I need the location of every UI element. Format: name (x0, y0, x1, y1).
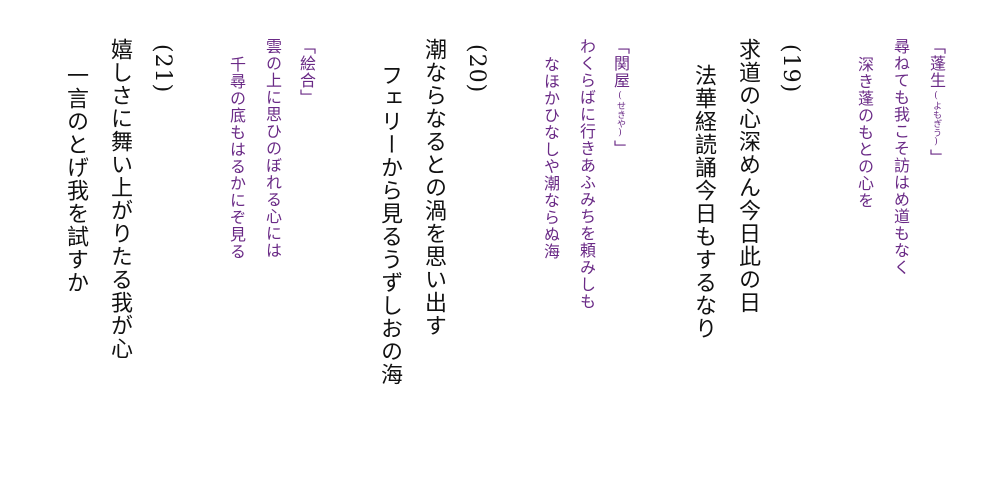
verse-line-20-1: 潮ならなるとの渦を思い出す (421, 38, 446, 337)
reference-title: 蓬生 (927, 55, 946, 89)
poem-number-19: (19) (778, 44, 803, 94)
reference-reading: (せきや) (615, 91, 625, 138)
reference-title-21: 「絵合」 (297, 38, 316, 106)
bracket-close: 」 (297, 89, 316, 106)
reference-line-19-2: 深き蓬のもとの心を (855, 56, 874, 209)
poem-number-20: (20) (464, 44, 489, 94)
bracket-open: 「 (297, 38, 316, 55)
bracket-close: 」 (611, 140, 630, 157)
reference-line-21-1: 雲の上に思ひのぼれる心には (263, 38, 282, 259)
verse-line-21-1: 嬉しさに舞い上がりたる我が心 (107, 38, 132, 360)
verse-line-21-2: 一言のとげ我を試すか (63, 64, 88, 294)
verse-line-19-2: 法華経読誦今日もするなり (691, 64, 716, 340)
reference-title-20: 「関屋 (せきや) 」 (611, 38, 630, 157)
reference-title: 関屋 (611, 55, 630, 89)
bracket-open: 「 (927, 38, 946, 55)
poem-number-21: (21) (150, 44, 175, 94)
verse-line-20-2: フェリーから見るうずしおの海 (377, 64, 402, 386)
reference-reading: (よもぎう) (931, 91, 941, 147)
reference-title-19: 「蓬生 (よもぎう) 」 (927, 38, 946, 166)
reference-line-20-1: わくらばに行きあふみちを頼みしも (577, 38, 596, 310)
reference-line-20-2: なほかひなしや潮ならぬ海 (541, 56, 560, 260)
bracket-open: 「 (611, 38, 630, 55)
reference-line-21-2: 千尋の底もはるかにぞ見る (227, 56, 246, 260)
reference-title: 絵合 (297, 55, 316, 89)
reference-line-19-1: 尋ねても我こそ訪はめ道もなく (891, 38, 910, 276)
verse-line-19-1: 求道の心深めん今日此の日 (735, 38, 760, 314)
bracket-close: 」 (927, 149, 946, 166)
